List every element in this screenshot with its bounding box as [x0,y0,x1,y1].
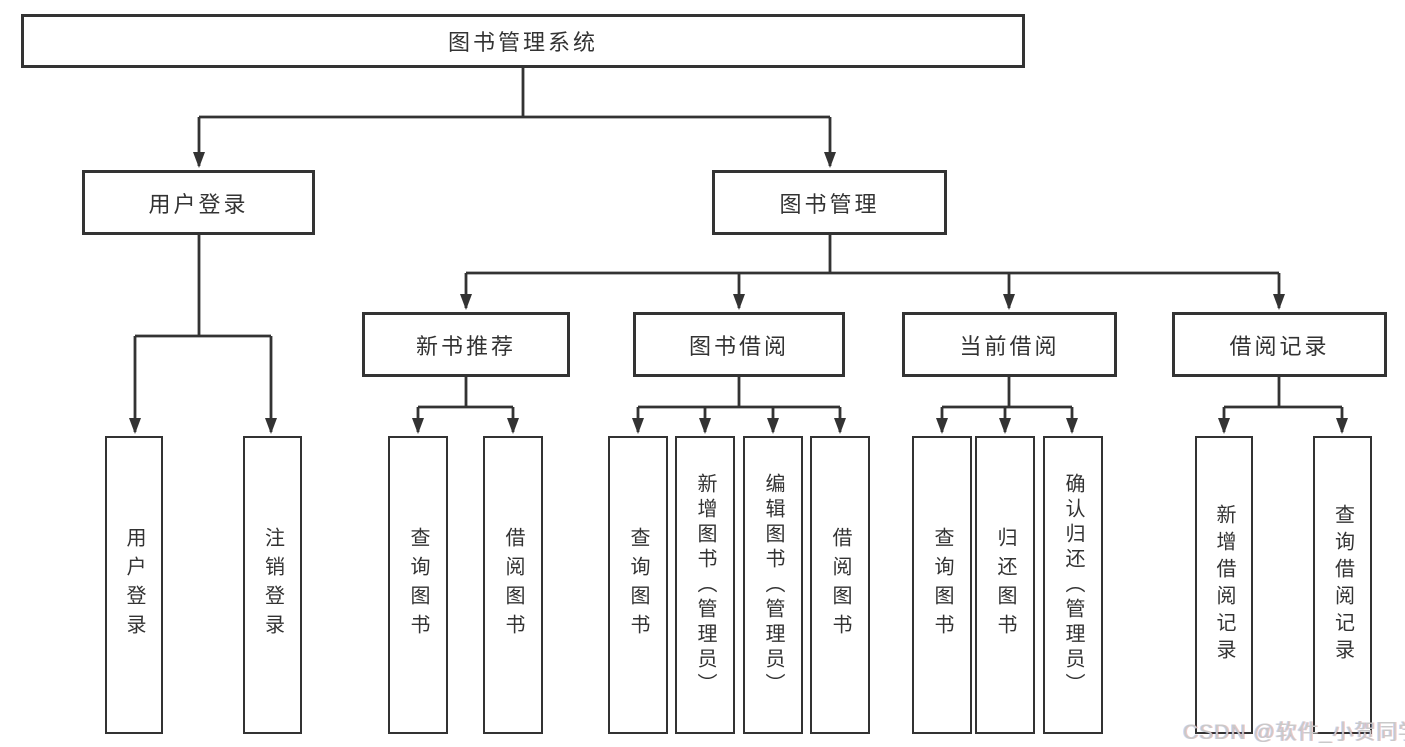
node-book-borrowing: 图书借阅 [633,312,845,377]
leaf-user-login: 用户登录 [105,436,163,734]
leaf-borrowing-add-book-admin: 新增图书（管理员） [675,436,735,734]
leaf-current-query-book: 查询图书 [912,436,972,734]
node-borrowing-records: 借阅记录 [1172,312,1387,377]
leaf-records-add-record: 新增借阅记录 [1195,436,1253,734]
leaf-borrowing-query-book: 查询图书 [608,436,668,734]
node-user-login: 用户登录 [82,170,315,235]
leaf-records-query-record: 查询借阅记录 [1313,436,1372,734]
leaf-current-return-book: 归还图书 [975,436,1035,734]
node-book-management: 图书管理 [712,170,947,235]
leaf-recommend-query-book: 查询图书 [388,436,448,734]
leaf-recommend-borrow-book: 借阅图书 [483,436,543,734]
node-root: 图书管理系统 [21,14,1025,68]
leaf-logout: 注销登录 [243,436,302,734]
leaf-borrowing-edit-book-admin: 编辑图书（管理员） [743,436,803,734]
leaf-current-confirm-return-admin: 确认归还（管理员） [1043,436,1103,734]
leaf-borrowing-borrow-book: 借阅图书 [810,436,870,734]
node-new-book-recommendation: 新书推荐 [362,312,570,377]
node-current-borrowing: 当前借阅 [902,312,1117,377]
watermark: CSDN @软件_小贺同学 [1183,721,1405,744]
